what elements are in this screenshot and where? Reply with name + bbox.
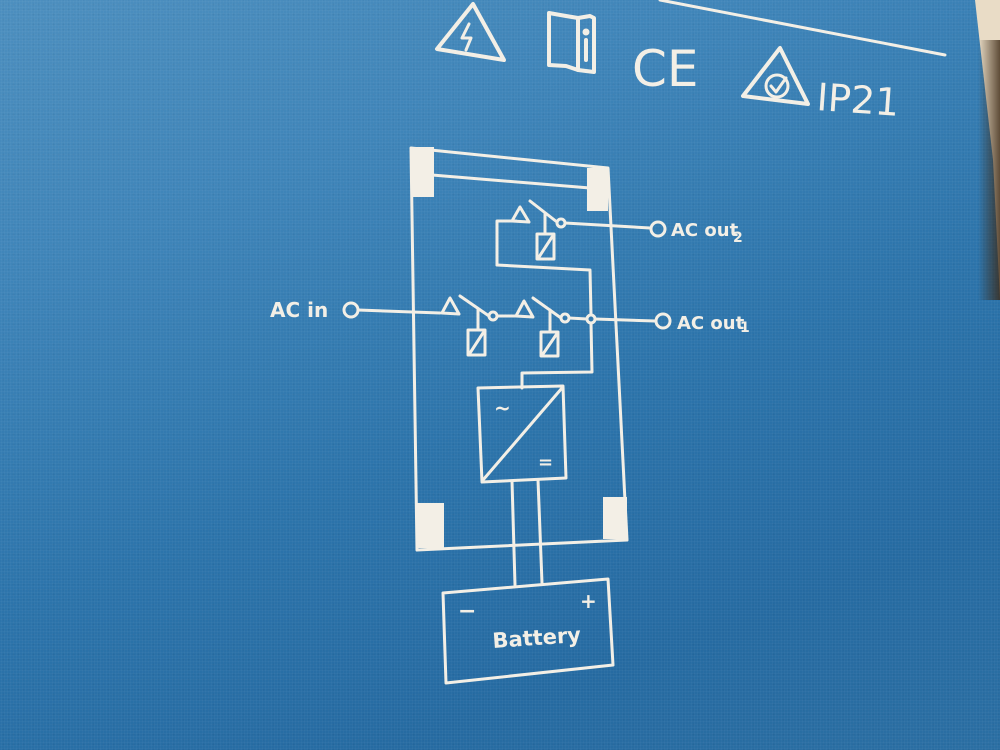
divider-line bbox=[658, 0, 947, 57]
read-manual-icon bbox=[547, 11, 596, 74]
ac-out-1-terminal bbox=[654, 312, 672, 330]
ac-out-2-label: AC out bbox=[671, 220, 739, 241]
ac-symbol: ~ bbox=[494, 396, 511, 420]
relay-1 bbox=[440, 294, 499, 357]
ip-rating: IP21 bbox=[815, 75, 900, 125]
corner-block-br bbox=[603, 497, 627, 539]
dc-positive-wire bbox=[536, 478, 544, 585]
ce-mark-text: CE bbox=[632, 40, 699, 98]
panel-edge-shadow bbox=[978, 40, 1000, 300]
dc-symbol: = bbox=[538, 452, 553, 473]
rcm-mark-icon bbox=[741, 46, 810, 106]
ac-dc-converter bbox=[476, 384, 568, 484]
battery-label: Battery bbox=[492, 623, 582, 653]
ac-in-label: AC in bbox=[270, 298, 328, 322]
battery-negative: − bbox=[458, 599, 476, 624]
ac-out-2-number: 2 bbox=[733, 230, 743, 246]
ce-mark-icon: CE bbox=[632, 40, 699, 98]
corner-block-tl bbox=[411, 147, 434, 197]
corner-block-bl bbox=[417, 503, 444, 548]
inverter-enclosure bbox=[409, 146, 629, 552]
battery-positive: + bbox=[580, 589, 597, 613]
ac-out-2-terminal bbox=[649, 220, 667, 238]
dc-negative-wire bbox=[510, 479, 517, 587]
corner-block-tr bbox=[587, 168, 608, 211]
ac-out-1-label: AC out bbox=[677, 313, 745, 334]
relay-2 bbox=[514, 296, 571, 358]
relay-3 bbox=[495, 199, 593, 317]
ac-out-1-number: 1 bbox=[740, 320, 750, 336]
high-voltage-warning-icon bbox=[435, 2, 506, 62]
battery-icon bbox=[441, 577, 615, 685]
ac-in-terminal bbox=[342, 301, 442, 319]
